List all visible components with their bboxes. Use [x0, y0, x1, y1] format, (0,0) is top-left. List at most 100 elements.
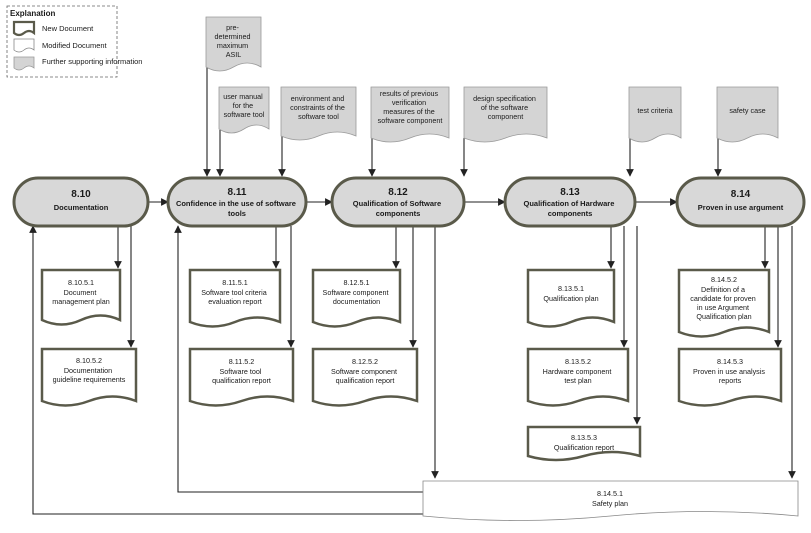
input-text-asil-l4: ASIL [226, 50, 242, 59]
input-text-results: results of previous verification measure… [378, 89, 443, 125]
connectors [29, 67, 796, 515]
process-813-shape [503, 176, 637, 228]
output-doc-81051[interactable]: 8.10.5.1 Document management plan [40, 268, 122, 326]
output-number-81052: 8.10.5.2 [76, 356, 102, 365]
output-documents: 8.10.5.1 Document management plan 8.10.5… [40, 268, 799, 521]
output-doc-shape [40, 347, 138, 407]
output-title-81051: Document management plan [52, 288, 110, 306]
output-doc-81151[interactable]: 8.11.5.1 Software tool criteria evaluati… [188, 268, 282, 328]
process-814-number: 8.14 [731, 189, 751, 200]
output-title-81452-l3: in use Argument [697, 303, 749, 312]
supporting-information-symbol [13, 56, 35, 71]
output-number-81251: 8.12.5.1 [344, 278, 370, 287]
process-812[interactable]: 8.12 Qualification of Software component… [330, 176, 466, 228]
input-doc-manual: user manual for the software tool [218, 86, 270, 134]
input-doc-results: results of previous verification measure… [370, 86, 450, 143]
processes: 8.10 Documentation 8.11 Confidence in th… [12, 176, 806, 228]
legend-label-new: New Document [42, 24, 94, 33]
output-doc-81152[interactable]: 8.11.5.2 Software tool qualification rep… [188, 347, 295, 407]
input-text-results-l3: measures of the [383, 107, 435, 116]
output-title-81152-l2: qualification report [212, 376, 271, 385]
output-doc-81352[interactable]: 8.13.5.2 Hardware component test plan [526, 347, 630, 407]
output-doc-81452[interactable]: 8.14.5.2 Definition of a candidate for p… [677, 268, 771, 338]
output-doc-81252[interactable]: 8.12.5.2 Software component qualificatio… [311, 347, 419, 407]
output-doc-81251[interactable]: 8.12.5.1 Software component documentatio… [311, 268, 402, 328]
output-title-81151: Software tool criteria evaluation report [201, 288, 269, 306]
output-title-81453-l2: reports [719, 376, 742, 385]
modified-document-symbol [13, 38, 35, 53]
output-number-81452: 8.14.5.2 [711, 275, 737, 284]
process-810[interactable]: 8.10 Documentation [12, 176, 150, 228]
input-doc-safetycase: safety case [716, 86, 779, 143]
input-text-manual-l2: for the [233, 101, 253, 110]
output-title-81251: Software component documentation [323, 288, 391, 306]
input-doc-testcrit: test criteria [628, 86, 682, 143]
process-811-title: Confidence in the use of software tools [176, 199, 298, 218]
process-813-title-l2: components [548, 209, 593, 218]
input-doc-asil: pre- determined maximum ASIL [205, 16, 262, 72]
output-doc-81453[interactable]: 8.14.5.3 Proven in use analysis reports [677, 347, 783, 407]
output-doc-shape [40, 268, 122, 326]
input-text-design-l2: of the software [481, 103, 528, 112]
process-811-shape [166, 176, 308, 228]
output-title-81451: Safety plan [592, 499, 628, 508]
output-doc-shape [526, 347, 630, 407]
arrow-safety-plan-to-810 [29, 225, 423, 515]
input-text-env-l2: constraints of the [290, 103, 345, 112]
process-811-number: 8.11 [228, 187, 247, 198]
input-doc-shape [218, 86, 270, 134]
output-title-81152: Software tool qualification report [212, 367, 271, 385]
output-title-81453: Proven in use analysis reports [693, 367, 767, 385]
output-doc-81353[interactable]: 8.13.5.3 Qualification report [526, 425, 642, 462]
output-doc-shape [311, 347, 419, 407]
input-text-env: environment and constraints of the softw… [290, 94, 347, 121]
output-title-81252: Software component qualification report [331, 367, 399, 385]
process-813[interactable]: 8.13 Qualification of Hardware component… [503, 176, 637, 228]
output-title-81252-l1: Software component [331, 367, 397, 376]
input-doc-shape [280, 86, 357, 141]
output-title-81251-l1: Software component [323, 288, 389, 297]
process-810-title: Documentation [54, 203, 109, 212]
output-doc-safety-plan[interactable]: 8.14.5.1 Safety plan [422, 480, 799, 521]
output-title-81151-l1: Software tool criteria [201, 288, 267, 297]
output-doc-shape [526, 425, 642, 462]
process-811[interactable]: 8.11 Confidence in the use of software t… [166, 176, 308, 228]
input-text-design-l3: component [488, 112, 524, 121]
output-title-81152-l1: Software tool [220, 367, 262, 376]
output-title-81351: Qualification plan [543, 294, 598, 303]
input-doc-env: environment and constraints of the softw… [280, 86, 357, 141]
output-doc-81052[interactable]: 8.10.5.2 Documentation guideline require… [40, 347, 138, 407]
output-title-81452: Definition of a candidate for proven in … [690, 285, 758, 321]
input-documents: pre- determined maximum ASIL user manual… [205, 16, 779, 143]
output-title-81452-l1: Definition of a [701, 285, 745, 294]
output-number-81252: 8.12.5.2 [352, 357, 378, 366]
output-title-81452-l4: Qualification plan [696, 312, 751, 321]
output-number-81151: 8.11.5.1 [222, 278, 247, 287]
output-number-81451: 8.14.5.1 [597, 489, 623, 498]
process-813-title: Qualification of Hardware components [524, 199, 617, 218]
process-814[interactable]: 8.14 Proven in use argument [675, 176, 806, 228]
legend-title: Explanation [10, 9, 55, 18]
input-doc-shape [205, 16, 262, 72]
input-text-results-l2: verification [392, 98, 426, 107]
output-title-81251-l2: documentation [333, 297, 380, 306]
input-text-manual-l1: user manual [223, 92, 263, 101]
input-text-asil-l2: determined [215, 32, 251, 41]
process-811-title-l2: tools [228, 209, 246, 218]
legend-label-supporting: Further supporting information [42, 57, 142, 66]
legend: Explanation New Document Modified Docume… [6, 5, 142, 78]
output-doc-shape [188, 347, 295, 407]
output-title-81352-l2: test plan [564, 376, 591, 385]
input-text-safetycase: safety case [729, 106, 765, 115]
output-title-81051-l1: Document [64, 288, 97, 297]
input-doc-shape [463, 86, 548, 143]
output-doc-81351[interactable]: 8.13.5.1 Qualification plan [526, 268, 616, 328]
input-doc-shape [628, 86, 682, 143]
process-812-number: 8.12 [388, 187, 408, 198]
output-doc-shape [311, 268, 402, 328]
input-text-env-l3: software tool [298, 112, 339, 121]
input-text-asil-l1: pre- [226, 23, 239, 32]
legend-label-supporting-line: Further supporting information [42, 57, 142, 66]
output-doc-shape [188, 268, 282, 328]
